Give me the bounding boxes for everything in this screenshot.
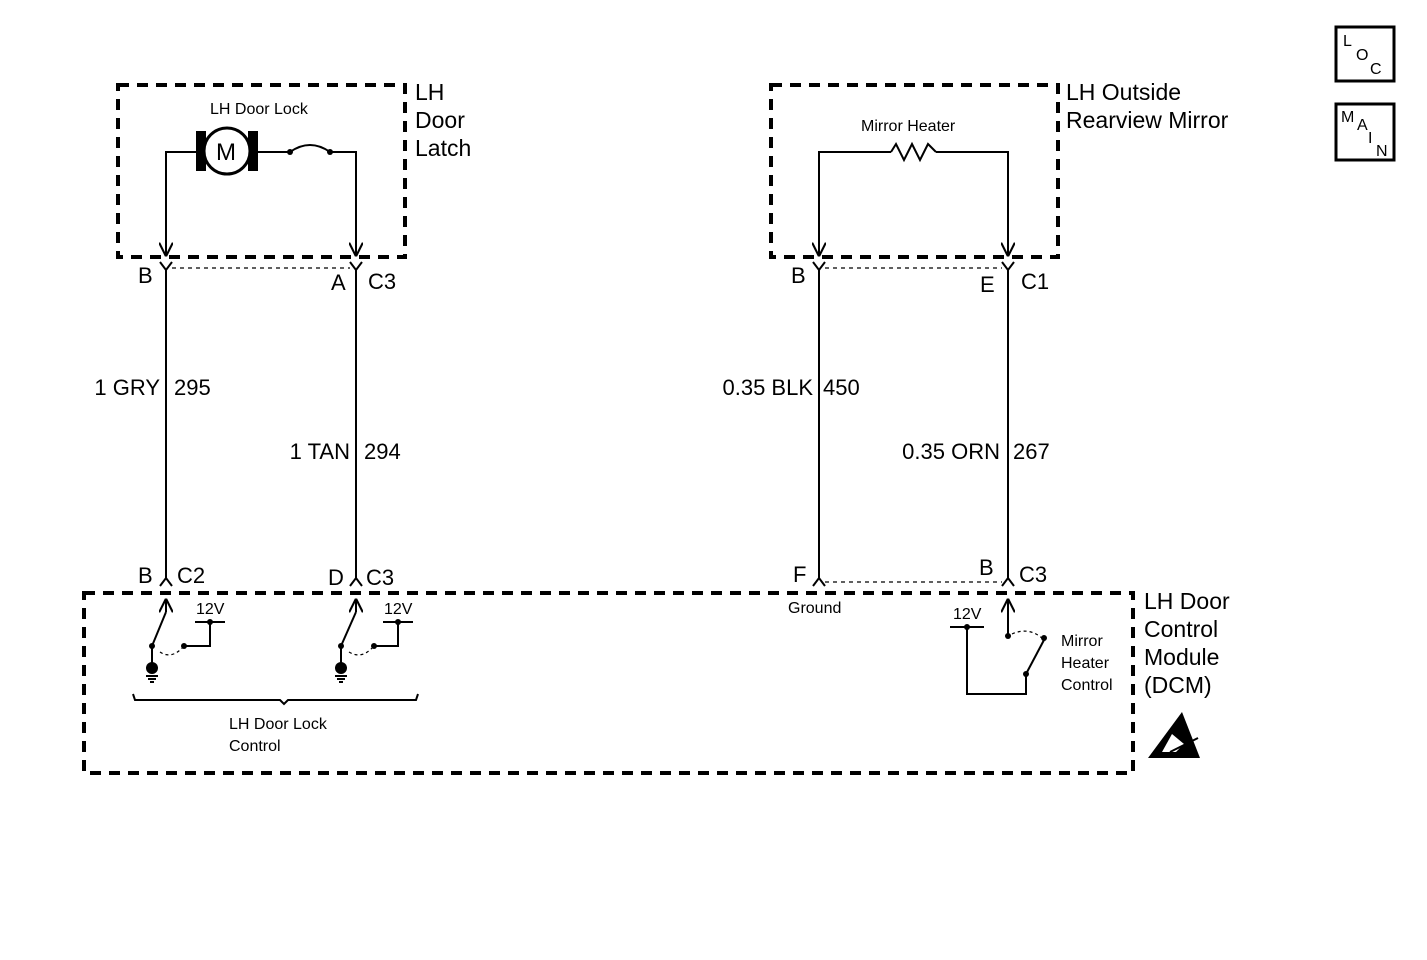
dcm-title-3: Module — [1144, 644, 1219, 670]
mirror-title-2: Rearview Mirror — [1066, 107, 1229, 133]
dcm-component: LH Door Control Module (DCM) 12V — [82, 588, 1230, 775]
dcm-connectors: B C2 D C3 F B C3 — [138, 555, 1047, 590]
svg-text:12V: 12V — [196, 601, 225, 618]
door-latch-title-1: LH — [415, 79, 444, 105]
svg-text:1 GRY: 1 GRY — [94, 375, 160, 400]
lock-control-label-1: LH Door Lock — [229, 716, 328, 733]
svg-text:0.35 ORN: 0.35 ORN — [902, 439, 1000, 464]
wire-450: 0.35 BLK 450 — [722, 270, 860, 578]
lock-control-label-2: Control — [229, 738, 281, 755]
esd-warning-icon — [1148, 712, 1200, 758]
svg-text:L: L — [1343, 33, 1352, 50]
svg-text:295: 295 — [174, 375, 211, 400]
svg-text:C3: C3 — [366, 565, 394, 590]
latch-connector: B A C3 — [138, 261, 396, 295]
svg-text:F: F — [793, 562, 806, 587]
svg-text:C3: C3 — [1019, 562, 1047, 587]
svg-text:294: 294 — [364, 439, 401, 464]
svg-text:0.35 BLK: 0.35 BLK — [722, 375, 813, 400]
svg-text:M: M — [216, 139, 236, 166]
main-icon[interactable]: M A I N — [1334, 102, 1396, 162]
svg-text:O: O — [1356, 47, 1368, 64]
motor-icon: M — [196, 126, 258, 176]
mirror-component: LH Outside Rearview Mirror Mirror Heater — [769, 79, 1229, 259]
svg-text:C1: C1 — [1021, 269, 1049, 294]
resistor-icon — [890, 141, 937, 163]
svg-text:12V: 12V — [384, 601, 413, 618]
mirror-heater-label: Mirror Heater — [861, 118, 956, 135]
svg-text:N: N — [1376, 143, 1388, 160]
svg-text:1 TAN: 1 TAN — [290, 439, 350, 464]
lock-switch-1: 12V — [146, 600, 225, 683]
dcm-title-2: Control — [1144, 616, 1218, 642]
svg-text:I: I — [1368, 130, 1372, 147]
door-latch-component: LH Door Latch LH Door Lock M — [116, 79, 471, 259]
ground-label: Ground — [788, 600, 841, 617]
wire-294: 1 TAN 294 — [290, 270, 401, 578]
svg-text:C: C — [1370, 61, 1382, 78]
wire-267: 0.35 ORN 267 — [902, 270, 1050, 578]
svg-text:M: M — [1341, 109, 1354, 126]
mirror-title-1: LH Outside — [1066, 79, 1181, 105]
svg-text:B: B — [979, 555, 994, 580]
svg-text:B: B — [138, 263, 153, 288]
dcm-title-1: LH Door — [1144, 588, 1230, 614]
svg-text:C3: C3 — [368, 269, 396, 294]
svg-text:267: 267 — [1013, 439, 1050, 464]
door-latch-title-3: Latch — [415, 135, 471, 161]
door-lock-label: LH Door Lock — [210, 101, 309, 118]
door-latch-title-2: Door — [415, 107, 465, 133]
wire-295: 1 GRY 295 — [94, 270, 211, 578]
svg-text:B: B — [791, 263, 806, 288]
svg-text:B: B — [138, 563, 153, 588]
svg-text:D: D — [328, 565, 344, 590]
svg-text:A: A — [331, 270, 346, 295]
svg-text:A: A — [1357, 117, 1368, 134]
dcm-title-4: (DCM) — [1144, 672, 1212, 698]
svg-text:12V: 12V — [953, 606, 982, 623]
heater-control-label-2: Heater — [1061, 655, 1110, 672]
mirror-connector: B E C1 — [791, 261, 1049, 297]
mirror-heater-switch: 12V Mirror Heater Control — [950, 600, 1113, 695]
svg-text:C2: C2 — [177, 563, 205, 588]
heater-control-label-1: Mirror — [1061, 633, 1103, 650]
svg-text:E: E — [980, 272, 995, 297]
lock-switch-2: 12V — [335, 600, 413, 683]
svg-text:450: 450 — [823, 375, 860, 400]
loc-icon[interactable]: L O C — [1334, 25, 1396, 83]
heater-control-label-3: Control — [1061, 677, 1113, 694]
